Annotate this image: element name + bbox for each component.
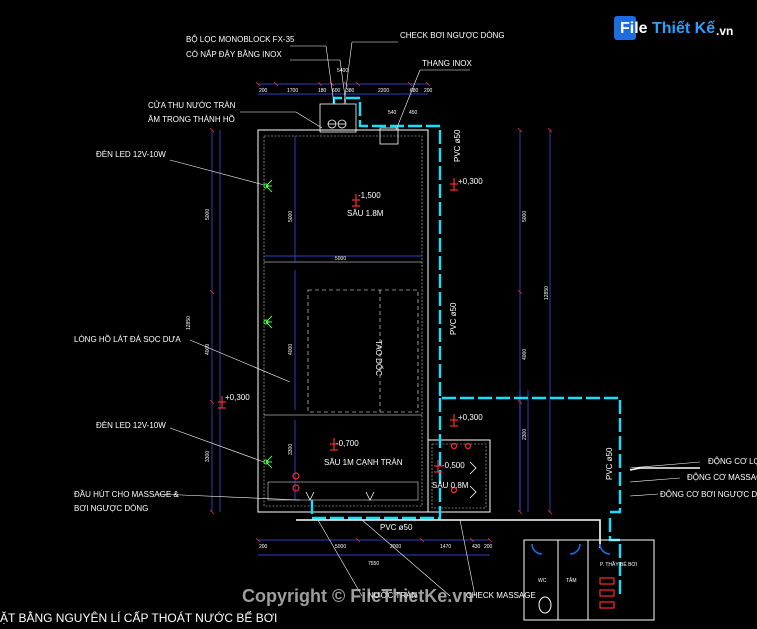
dimension-texts: 200 1700 180 600 380 2200 680 200 5400 5… bbox=[186, 68, 550, 567]
dim-inner-left-2: 4000 bbox=[288, 344, 294, 355]
dim-right-total: 12850 bbox=[544, 286, 550, 300]
level-markers bbox=[218, 178, 472, 494]
label-deep-zone: TAO DỐC bbox=[374, 340, 384, 376]
dimension-lines bbox=[211, 83, 551, 556]
filter-icon bbox=[327, 119, 347, 129]
label-led-top: ĐÈN LED 12V-10W bbox=[96, 150, 166, 159]
led-light-icon bbox=[263, 455, 273, 469]
label-level-left: +0,300 bbox=[225, 393, 250, 402]
label-suction-1: ĐẦU HÚT CHO MASSAGE & bbox=[74, 489, 179, 499]
label-check-backwash: CHECK BƠI NGƯỢC DÒNG bbox=[400, 31, 505, 40]
white-pipe-route bbox=[296, 467, 700, 548]
dim-bot-total: 7550 bbox=[368, 561, 379, 567]
label-lining: LÒNG HỒ LÁT ĐÁ SỌC DƯA bbox=[74, 334, 181, 344]
dim-top-8: 200 bbox=[424, 88, 433, 94]
watermark-copyright: Copyright © FileThietKe.vn bbox=[242, 586, 474, 606]
dim-left-2: 4000 bbox=[205, 344, 211, 355]
label-depth-top: SÂU 1.8M bbox=[347, 209, 384, 218]
dim-inner-left-1: 5000 bbox=[288, 211, 294, 222]
dim-inner-width: 5000 bbox=[335, 256, 346, 262]
label-overflow-1: CỬA THU NƯỚC TRÀN bbox=[148, 101, 236, 110]
label-ladder: THANG INOX bbox=[422, 59, 472, 68]
dim-ladder-1: 540 bbox=[388, 110, 397, 116]
dim-right-2: 4000 bbox=[522, 349, 528, 360]
watermark-brand-left: File bbox=[620, 20, 648, 37]
dim-top-5: 380 bbox=[346, 88, 355, 94]
label-motor-1: ĐỘNG CƠ LỌC bbox=[708, 457, 757, 466]
label-pvc-right: PVC ø50 bbox=[605, 447, 614, 480]
dim-top-7: 680 bbox=[410, 88, 419, 94]
label-level-right-top: +0,300 bbox=[458, 177, 483, 186]
label-suction-2: BƠI NGƯỢC DÒNG bbox=[74, 504, 148, 513]
dim-bot-6: 200 bbox=[484, 544, 493, 550]
label-room-wc: WC bbox=[538, 578, 547, 584]
dim-left-total: 12850 bbox=[186, 316, 192, 330]
annotation-labels: BỘ LỌC MONOBLOCK FX-35 CÓ NẮP ĐẬY BẰNG I… bbox=[74, 31, 757, 600]
watermark-logo-icon bbox=[614, 16, 636, 40]
watermark-logo: File Thiết Kế .vn bbox=[614, 12, 754, 46]
drawing-title: ẶT BẰNG NGUYÊN LÍ CẤP THOÁT NƯỚC BỂ BƠI bbox=[0, 610, 277, 625]
suction-inlets bbox=[305, 461, 477, 501]
dim-bot-2: 5000 bbox=[335, 544, 346, 550]
dim-left-1: 5000 bbox=[205, 209, 211, 220]
dim-bot-3: 2000 bbox=[390, 544, 401, 550]
dim-top-3: 180 bbox=[318, 88, 327, 94]
dim-ladder-2: 450 bbox=[409, 110, 418, 116]
label-level-right-mid: +0,300 bbox=[458, 413, 483, 422]
label-pvc-mid: PVC ø50 bbox=[449, 302, 458, 335]
leader-lines bbox=[157, 41, 701, 597]
led-light-icon bbox=[263, 315, 273, 329]
label-water-inlet: NƯỚC TRÀN bbox=[368, 591, 417, 600]
dim-top-1: 200 bbox=[259, 88, 268, 94]
machine-room bbox=[523, 539, 655, 621]
dim-bot-1: 200 bbox=[259, 544, 268, 550]
dim-top-4: 600 bbox=[332, 88, 341, 94]
dim-bot-4: 1470 bbox=[440, 544, 451, 550]
label-motor-3: ĐỘNG CƠ BƠI NGƯỢC DÒNG bbox=[660, 490, 757, 499]
dim-top-6: 2200 bbox=[378, 88, 389, 94]
label-pvc-bottom: PVC ø50 bbox=[380, 523, 413, 532]
dim-left-3: 3300 bbox=[205, 451, 211, 462]
watermark-brand-mid: Thiết Kế bbox=[652, 20, 716, 37]
label-depth-small: SÂU 0.8M bbox=[432, 481, 469, 490]
led-lights bbox=[263, 179, 273, 469]
dim-top-total: 5400 bbox=[337, 68, 348, 74]
label-pvc-top: PVC ø50 bbox=[453, 129, 462, 162]
pool-walls bbox=[257, 103, 491, 513]
label-check-massage: CHECK MASSAGE bbox=[466, 591, 536, 600]
label-level-small: -0,500 bbox=[442, 461, 465, 470]
label-motor-2: ĐỘNG CƠ MASSAGE bbox=[687, 473, 757, 482]
label-led-bottom: ĐÈN LED 12V-10W bbox=[96, 421, 166, 430]
watermark-brand-right: .vn bbox=[716, 24, 734, 38]
dim-right-1: 5000 bbox=[522, 211, 528, 222]
label-room-machine: P. THẦY BỂ BƠI bbox=[600, 561, 637, 568]
dimension-ticks bbox=[209, 81, 553, 543]
dim-top-2: 1700 bbox=[287, 88, 298, 94]
pvc-pipe-route bbox=[310, 96, 622, 598]
label-depth-mid: SÂU 1M CẠNH TRÀN bbox=[324, 458, 403, 467]
label-filter-1: BỘ LỌC MONOBLOCK FX-35 bbox=[186, 35, 295, 44]
label-filter-2: CÓ NẮP ĐẬY BẰNG INOX bbox=[186, 50, 282, 59]
dim-inner-left-3: 3300 bbox=[288, 444, 294, 455]
label-level-mid: -0,700 bbox=[336, 439, 359, 448]
led-light-icon bbox=[263, 179, 273, 193]
dim-bot-5: 430 bbox=[472, 544, 481, 550]
label-overflow-2: ÂM TRONG THÀNH HỒ bbox=[148, 114, 235, 124]
label-room-shower: TẮM bbox=[566, 576, 577, 584]
label-level-top: -1,500 bbox=[358, 191, 381, 200]
dim-right-3: 2300 bbox=[522, 429, 528, 440]
motors bbox=[599, 577, 615, 609]
